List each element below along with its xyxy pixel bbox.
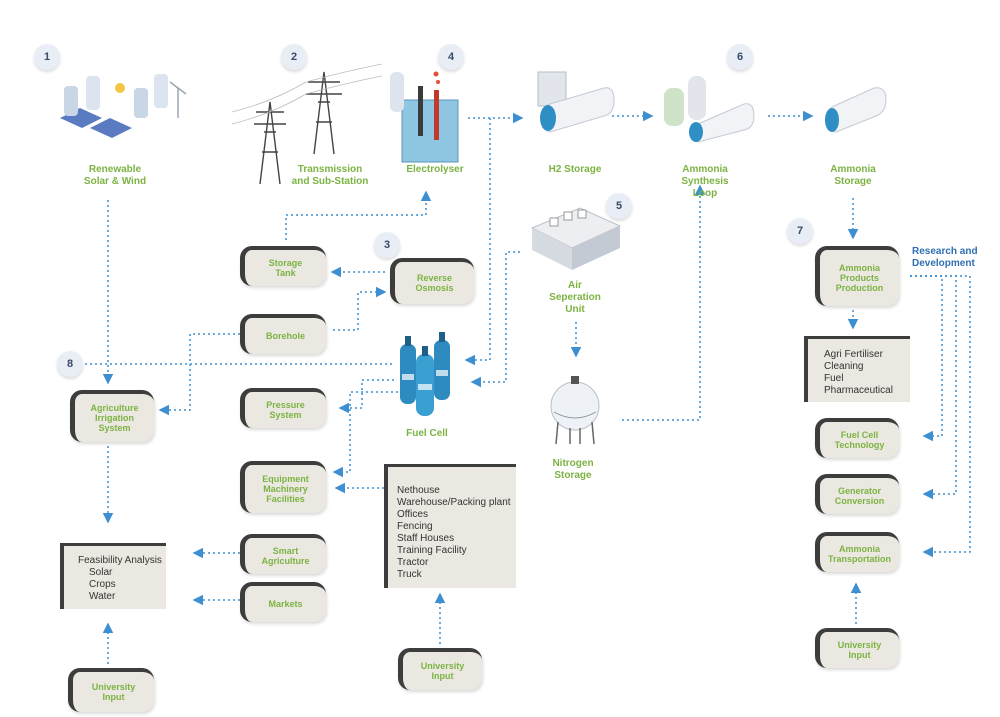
- feasibility-analysis-panel: Feasibility Analysis Solar Crops Water: [60, 543, 166, 609]
- step-badge-4: 4: [438, 44, 464, 70]
- agriculture-irrigation-box: Agriculture Irrigation System: [70, 390, 154, 442]
- step-badge-6: 6: [727, 44, 753, 70]
- transmission-tower-icon: [231, 63, 383, 185]
- ammonia-storage-label: Ammonia Storage: [830, 164, 876, 187]
- step-badge-1: 1: [34, 44, 60, 70]
- university-input-mid-box: University Input: [398, 648, 482, 690]
- ammonia-synthesis-loop-icon: [664, 76, 755, 143]
- facility-item: Warehouse/Packing plant: [397, 497, 511, 508]
- product-item: Pharmaceutical: [824, 385, 893, 396]
- reverse-osmosis-box: Reverse Osmosis: [390, 258, 474, 304]
- smart-agriculture-box: Smart Agriculture: [240, 534, 326, 574]
- product-item: Cleaning: [824, 361, 864, 372]
- facilities-list-panel: Nethouse Warehouse/Packing plant Offices…: [384, 464, 516, 588]
- storage-tank-box: Storage Tank: [240, 246, 326, 286]
- arrow-asu-to-fuelcell: [470, 251, 520, 388]
- facility-item: Offices: [397, 509, 428, 520]
- h2-storage-label: H2 Storage: [548, 164, 602, 175]
- generator-conversion-box: Generator Conversion: [815, 474, 899, 514]
- feasibility-item: Solar: [89, 567, 113, 578]
- markets-box: Markets: [240, 582, 326, 622]
- step-badge-8: 8: [57, 351, 83, 377]
- borehole-box: Borehole: [240, 314, 326, 354]
- arrow-rd-to-transport: [910, 275, 971, 558]
- facility-item: Training Facility: [397, 545, 467, 556]
- step-badge-3: 3: [374, 232, 400, 258]
- nitrogen-storage-sphere-icon: [550, 376, 600, 445]
- university-input-right-box: University Input: [815, 628, 899, 668]
- ammonia-products-box: Ammonia Products Production: [815, 246, 899, 306]
- solar-wind-icon: [60, 74, 187, 138]
- pressure-system-box: Pressure System: [240, 388, 326, 428]
- research-development-label: Research and Development: [912, 246, 978, 269]
- air-separation-unit-icon: [530, 207, 622, 270]
- product-item: Agri Fertiliser: [824, 349, 883, 360]
- fuel-cell-cylinders-icon: [400, 332, 450, 416]
- ammonia-loop-label: Ammonia Synthesis Loop: [681, 164, 729, 199]
- facility-item: Truck: [397, 569, 422, 580]
- step-badge-7: 7: [787, 218, 813, 244]
- arrow-fuelcell-to-equipment: [332, 391, 398, 478]
- equipment-machinery-box: Equipment Machinery Facilities: [240, 461, 326, 513]
- product-item: Fuel: [824, 373, 844, 384]
- step-badge-5: 5: [606, 193, 632, 219]
- arrow-rd-to-fuelcell-tech: [910, 275, 943, 442]
- fuel-cell-technology-box: Fuel Cell Technology: [815, 418, 899, 458]
- transmission-label: Transmission and Sub-Station: [291, 164, 369, 187]
- arrow-rd-to-generator: [910, 275, 957, 500]
- air-separation-label: Air Seperation Unit: [549, 280, 601, 315]
- electrolyser-icon: [390, 71, 459, 163]
- facility-item: Tractor: [397, 557, 429, 568]
- arrow-borehole-to-irrigation: [158, 333, 240, 416]
- arrow-electrolyser-to-fuelcell: [464, 118, 491, 366]
- arrow-fuelcell-to-pressure: [338, 379, 394, 414]
- facility-item: Staff Houses: [397, 533, 455, 544]
- feasibility-item: Crops: [89, 579, 116, 590]
- step-badge-2: 2: [281, 44, 307, 70]
- fuel-cell-label: Fuel Cell: [406, 428, 448, 439]
- facility-item: Fencing: [397, 521, 433, 532]
- arrow-borehole-to-ro: [333, 286, 387, 331]
- ammonia-storage-tank-icon: [825, 87, 887, 133]
- arrow-nitrogen-to-loop: [622, 184, 706, 421]
- nitrogen-storage-label: Nitrogen Storage: [552, 458, 594, 481]
- arrow-storage-tank-to-electrolyser: [285, 190, 432, 240]
- feasibility-title: Feasibility Analysis: [78, 555, 162, 566]
- facility-item: Nethouse: [397, 485, 440, 496]
- electrolyser-label: Electrolyser: [406, 164, 464, 175]
- ammonia-transportation-box: Ammonia Transportation: [815, 532, 899, 572]
- university-input-left-box: University Input: [68, 668, 154, 712]
- h2-storage-tank-icon: [537, 71, 615, 133]
- ammonia-products-list-panel: Agri Fertiliser Cleaning Fuel Pharmaceut…: [804, 336, 910, 402]
- renewable-label: Renewable Solar & Wind: [83, 164, 147, 187]
- feasibility-item: Water: [89, 591, 116, 602]
